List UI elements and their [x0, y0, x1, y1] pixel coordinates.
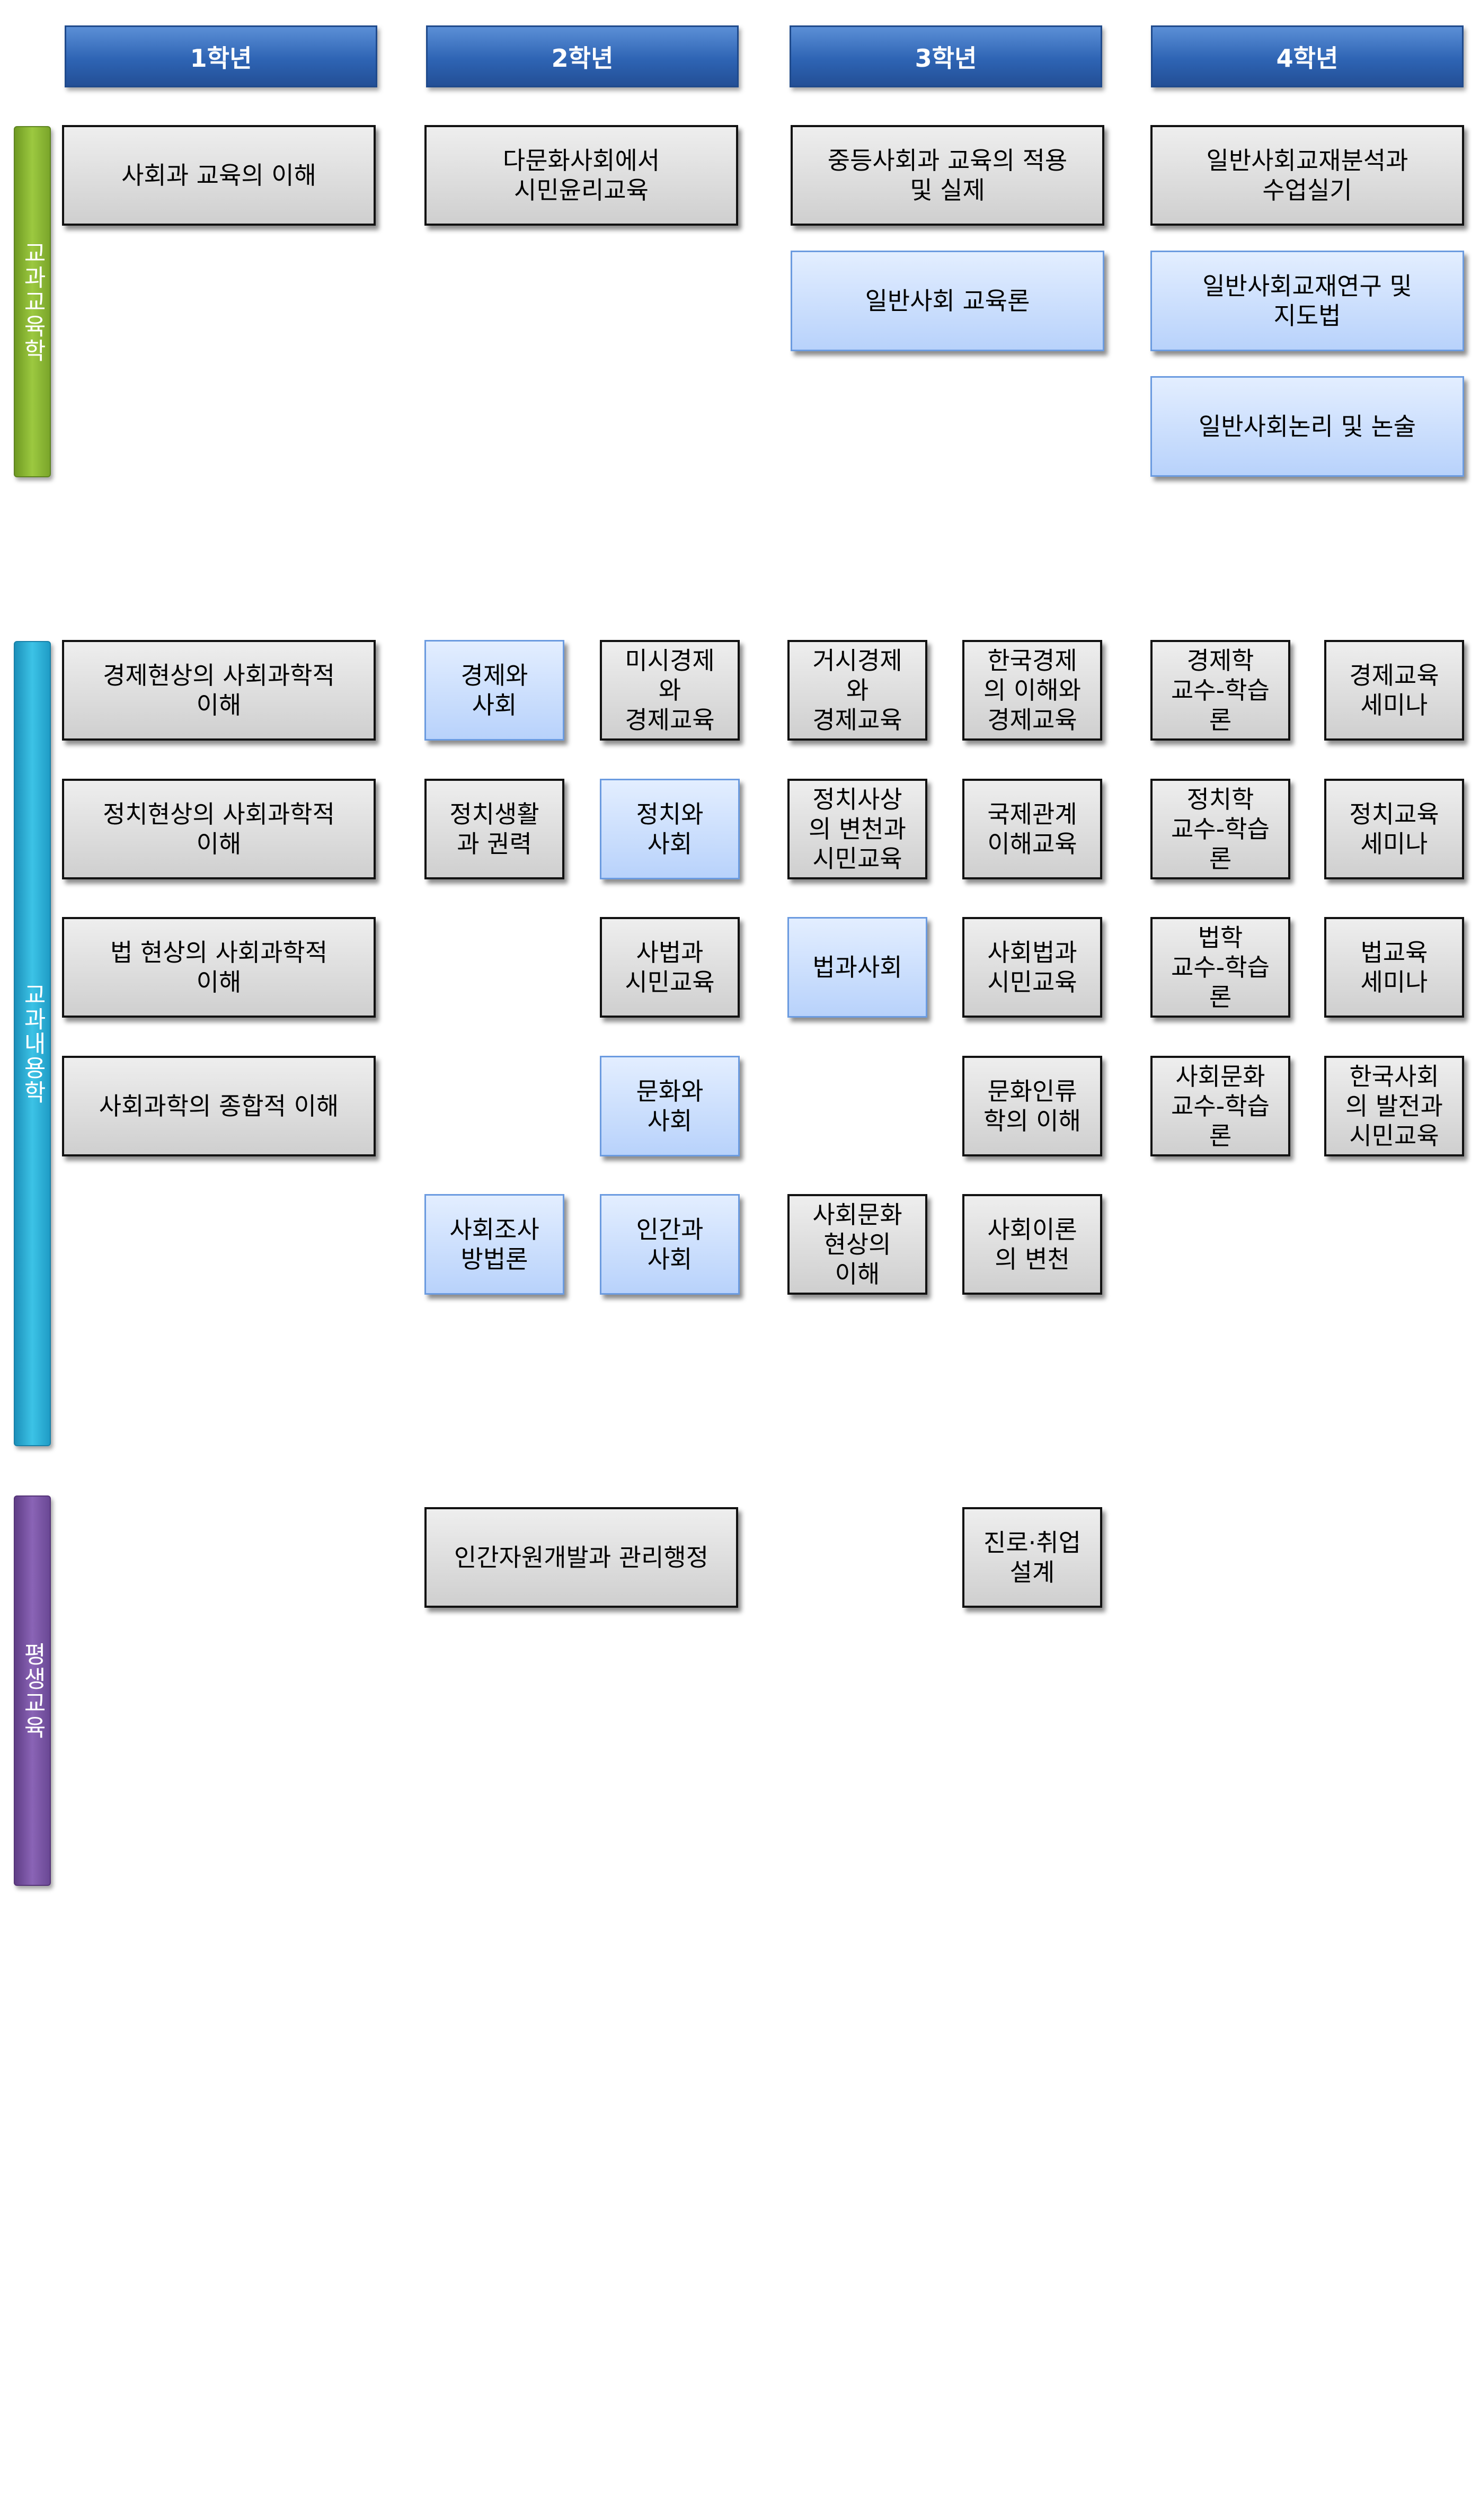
course-box: 문화인류 학의 이해: [962, 1056, 1102, 1156]
course-box: 일반사회교재연구 및 지도법: [1150, 251, 1464, 351]
course-box: 미시경제 와 경제교육: [600, 640, 740, 741]
course-box: 사회조사 방법론: [424, 1194, 564, 1295]
category-label: 교과내용학: [19, 983, 47, 1105]
year-header-4: 4학년: [1151, 25, 1464, 87]
course-box: 사회과 교육의 이해: [62, 125, 376, 226]
course-box: 진로·취업 설계: [962, 1507, 1102, 1608]
course-box: 일반사회 교육론: [791, 251, 1104, 351]
category-subject-pedagogy: 교과교육학: [14, 126, 51, 477]
category-lifelong-education: 평생교육: [14, 1495, 51, 1886]
course-box: 한국경제 의 이해와 경제교육: [962, 640, 1102, 741]
course-box: 경제현상의 사회과학적 이해: [62, 640, 376, 741]
course-box: 정치사상 의 변천과 시민교육: [787, 779, 927, 879]
course-box: 사회문화 현상의 이해: [787, 1194, 927, 1295]
year-header-1: 1학년: [65, 25, 377, 87]
course-box: 일반사회논리 및 논술: [1150, 376, 1464, 477]
course-box: 법교육 세미나: [1324, 917, 1464, 1018]
course-box: 정치학 교수-학습 론: [1150, 779, 1290, 879]
course-box: 문화와 사회: [600, 1056, 740, 1156]
course-box: 인간자원개발과 관리행정: [424, 1507, 738, 1608]
course-box: 사회법과 시민교육: [962, 917, 1102, 1018]
category-label: 교과교육학: [19, 241, 47, 363]
course-box: 일반사회교재분석과 수업실기: [1150, 125, 1464, 226]
course-box: 국제관계 이해교육: [962, 779, 1102, 879]
course-box: 한국사회 의 발전과 시민교육: [1324, 1056, 1464, 1156]
course-box: 중등사회과 교육의 적용 및 실제: [791, 125, 1104, 226]
course-box: 사법과 시민교육: [600, 917, 740, 1018]
category-subject-content: 교과내용학: [14, 641, 51, 1446]
course-box: 경제학 교수-학습 론: [1150, 640, 1290, 741]
course-box: 거시경제 와 경제교육: [787, 640, 927, 741]
year-header-2: 2학년: [426, 25, 739, 87]
category-label: 평생교육: [19, 1642, 47, 1740]
course-box: 정치현상의 사회과학적 이해: [62, 779, 376, 879]
course-box: 경제교육 세미나: [1324, 640, 1464, 741]
course-box: 인간과 사회: [600, 1194, 740, 1295]
course-box: 사회이론 의 변천: [962, 1194, 1102, 1295]
course-box: 사회과학의 종합적 이해: [62, 1056, 376, 1156]
course-box: 법학 교수-학습 론: [1150, 917, 1290, 1018]
course-box: 법 현상의 사회과학적 이해: [62, 917, 376, 1018]
course-box: 다문화사회에서 시민윤리교육: [424, 125, 738, 226]
course-box: 경제와 사회: [424, 640, 564, 741]
year-header-3: 3학년: [790, 25, 1102, 87]
course-box: 법과사회: [787, 917, 927, 1018]
course-box: 사회문화 교수-학습 론: [1150, 1056, 1290, 1156]
course-box: 정치와 사회: [600, 779, 740, 879]
course-box: 정치생활 과 권력: [424, 779, 564, 879]
course-box: 정치교육 세미나: [1324, 779, 1464, 879]
